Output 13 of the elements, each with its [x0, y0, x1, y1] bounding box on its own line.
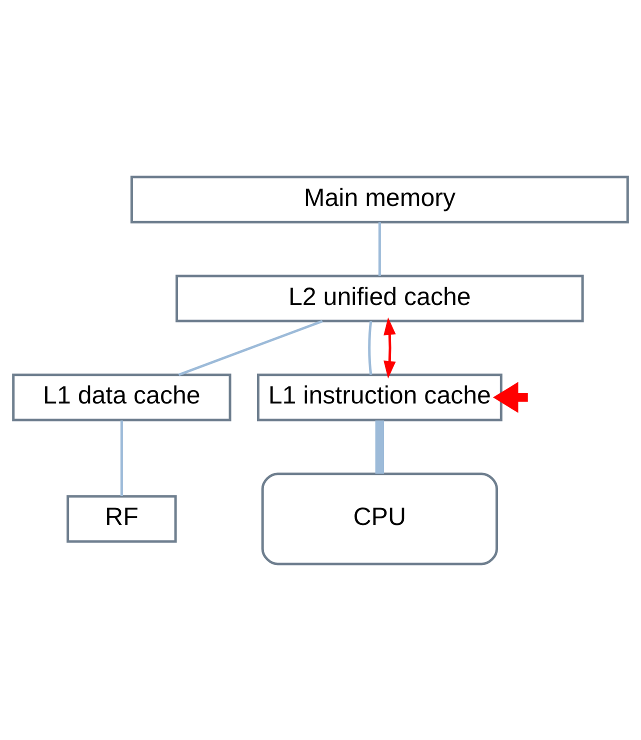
connector — [120, 420, 123, 496]
node-box: RF — [66, 494, 177, 542]
connector — [375, 420, 384, 474]
connector — [178, 319, 323, 376]
connector — [368, 320, 372, 374]
connector — [378, 222, 381, 276]
node-box: Main memory — [130, 175, 629, 223]
node-box: CPU — [261, 472, 498, 565]
node-box: L1 instruction cache — [256, 373, 502, 421]
arrow — [492, 381, 528, 412]
node-box: L2 unified cache — [176, 274, 584, 322]
node-box: L1 data cache — [12, 373, 232, 421]
arrow — [384, 316, 396, 378]
